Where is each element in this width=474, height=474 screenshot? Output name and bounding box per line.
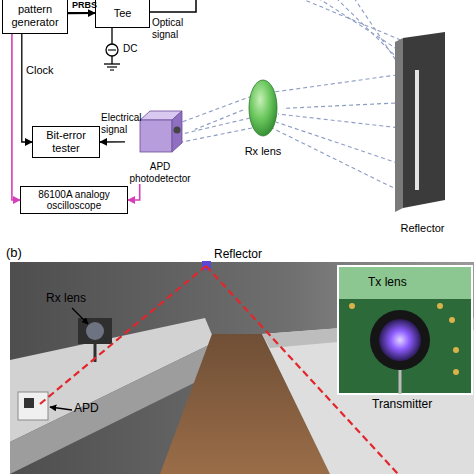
beam-connector [283, 103, 395, 108]
signal-connector [68, 12, 95, 14]
focused-beam [182, 96, 252, 122]
board-pin [349, 303, 355, 309]
dc-wire [111, 28, 112, 44]
photo-wall [10, 262, 474, 474]
source-label: DC [123, 43, 137, 55]
beam-path [40, 266, 206, 404]
node-text: Bit-error tester [35, 129, 97, 154]
lens-stand [399, 370, 402, 394]
photo-callout: APD [74, 402, 99, 416]
node-text: Tee [114, 7, 132, 20]
cube-side [172, 111, 182, 152]
cube-front [140, 120, 172, 152]
edge-label: PRBS [72, 0, 98, 10]
reflector-plate: Reflector [395, 32, 450, 235]
photo-callout: Rx lens [46, 292, 86, 306]
board-pin [449, 317, 455, 323]
caption-group: APD photodetector [119, 161, 201, 184]
ground-symbol [107, 66, 117, 67]
photo-callout: Transmitter [372, 398, 432, 412]
dc-wire [111, 56, 112, 64]
tx-lens-glow [379, 319, 421, 361]
node-text: 86100A analogy oscilloscope [23, 189, 125, 212]
instrument-box: 86100A analogy oscilloscope [20, 186, 128, 214]
photo-callout: Reflector [214, 248, 262, 262]
board-pin [437, 303, 443, 309]
photo-callout: Tx lens [368, 276, 407, 290]
focused-beam [182, 128, 252, 142]
process-box: pattern generator [2, 0, 68, 34]
board-pins [349, 303, 459, 375]
rx-lens-photo [78, 318, 112, 344]
signal-label: Optical signal [152, 17, 192, 40]
ground-symbol [104, 63, 120, 64]
plate-side [395, 38, 403, 212]
tx-lens-photo [370, 310, 430, 370]
dc-source-bar [108, 49, 116, 50]
experiment-photo [10, 261, 474, 474]
panel-label: (b) [6, 246, 22, 261]
board-pin [453, 369, 459, 375]
signal-connector [22, 34, 32, 142]
node-text: APD photodetector [119, 161, 201, 184]
rx-lens-photo [86, 322, 104, 340]
edge-label: Clock [26, 64, 54, 77]
node-text: Reflector [389, 222, 456, 235]
signal-connector [12, 34, 20, 200]
plate-front [403, 32, 445, 208]
process-box: Tee [95, 0, 150, 28]
leader-line [50, 407, 72, 410]
lens-ellipse: Rx lens [243, 78, 283, 158]
board-pin [453, 347, 459, 353]
dc-source-circle [106, 44, 118, 56]
lens-body [249, 80, 277, 136]
ground-symbol [110, 69, 114, 70]
reflective-strip [415, 70, 419, 190]
light-beams [182, 0, 420, 200]
process-box: Bit-error tester [32, 126, 100, 158]
node-text: pattern generator [5, 3, 65, 28]
inset-board-strip [339, 267, 471, 299]
dc-source-symbol [104, 28, 120, 70]
leader-line [72, 308, 88, 324]
beam-connector [195, 110, 243, 129]
apd-photo [18, 392, 48, 420]
reflector-plate-outline [395, 32, 450, 235]
node-text: Rx lens [237, 145, 289, 158]
signal-connector [100, 141, 125, 142]
apd-photo [24, 398, 34, 408]
caption-group: Rx lens [237, 145, 289, 158]
edge-label: Electrical signal [101, 112, 147, 135]
transmitter-inset [338, 266, 472, 394]
detector-window [174, 127, 181, 134]
focused-beam [182, 118, 250, 134]
signal-connector [128, 184, 140, 200]
optical-wire [150, 0, 196, 12]
caption-group: Reflector [389, 222, 456, 235]
